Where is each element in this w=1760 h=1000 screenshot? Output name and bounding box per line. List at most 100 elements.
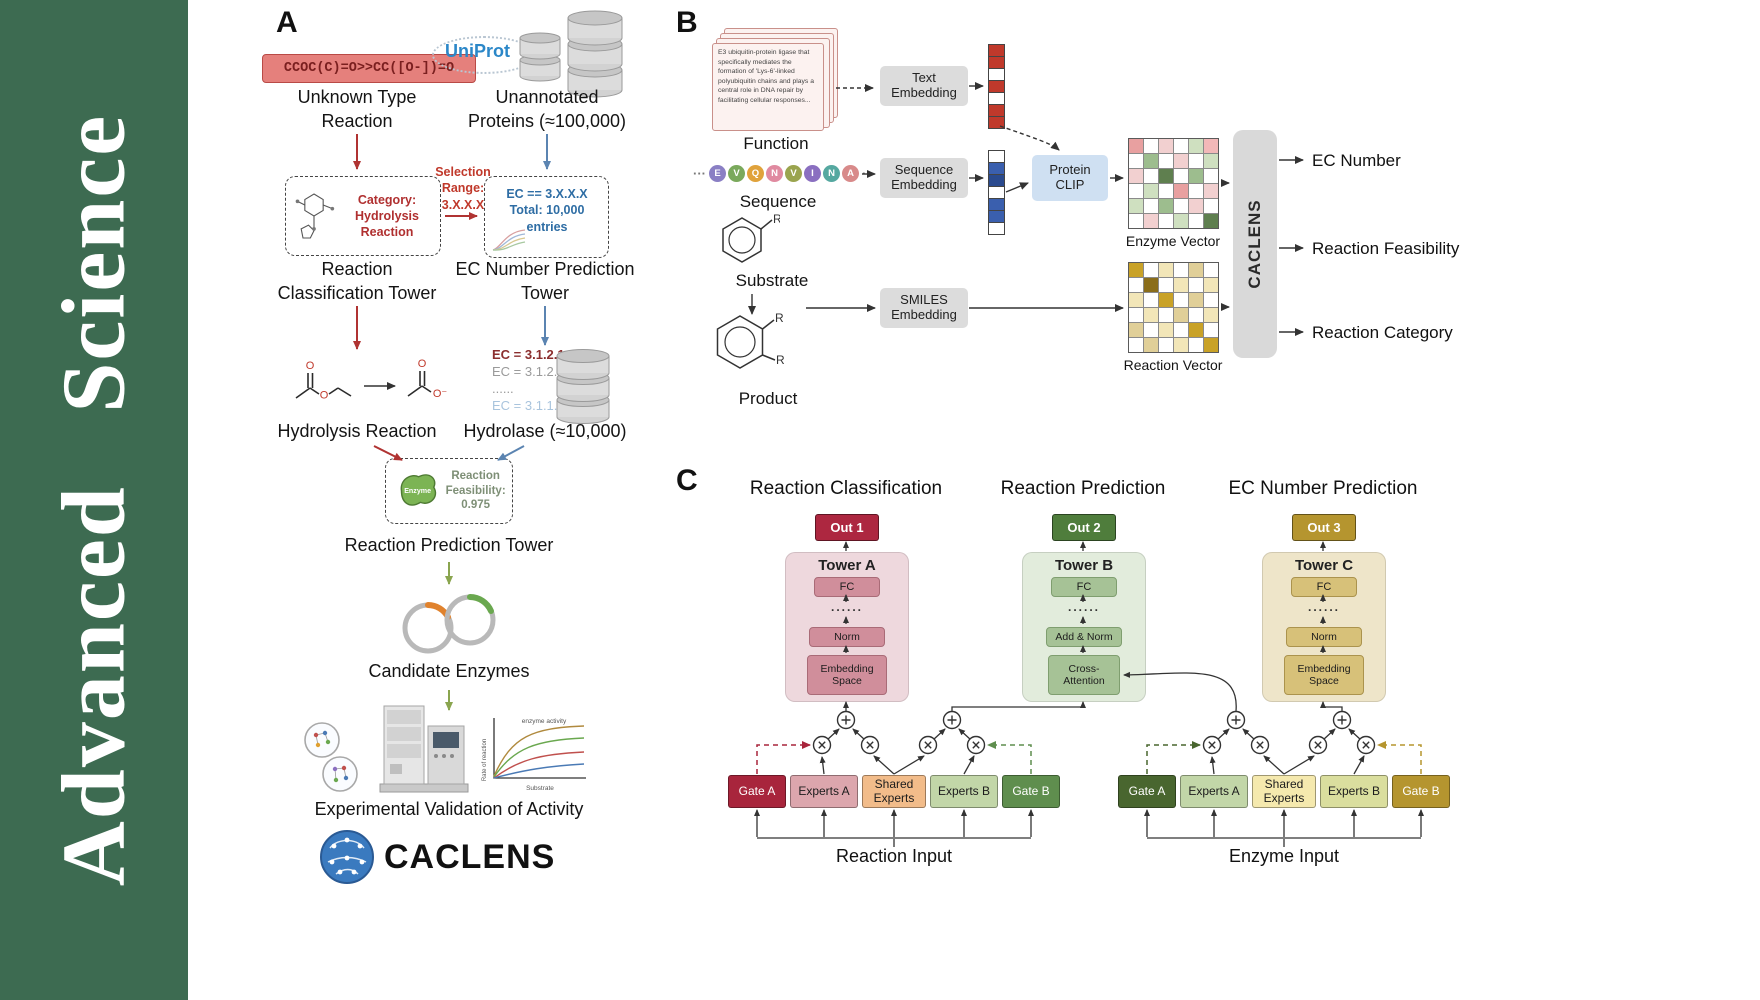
- enzyme-gate-b: Gate B: [1392, 775, 1450, 808]
- graph-ylabel: Rate of reaction: [482, 739, 488, 781]
- matrix-cell: [1129, 308, 1143, 322]
- matrix-cell: [1204, 308, 1218, 322]
- tower-c-dots: ......: [1307, 600, 1340, 614]
- out-2-box: Out 2: [1052, 514, 1116, 541]
- tower-a-title: Tower A: [818, 557, 876, 574]
- matrix-cell: [1174, 169, 1188, 183]
- function-label: Function: [743, 134, 809, 153]
- journal-name: Advanced Science: [44, 113, 144, 887]
- tower-b-title: Tower B: [1054, 557, 1114, 574]
- reaction-feasibility-box: Enzyme Reaction Feasibility: 0.975: [385, 458, 513, 524]
- matrix-cell: [1144, 278, 1158, 292]
- curves-icon: [492, 229, 526, 251]
- matrix-cell: [1129, 139, 1143, 153]
- matrix-cell: [1159, 338, 1173, 352]
- matrix-cell: [1174, 338, 1188, 352]
- matrix-cell: [1174, 278, 1188, 292]
- matrix-cell: [1174, 154, 1188, 168]
- residue: N: [823, 165, 840, 182]
- ester-oxygen: O: [320, 390, 329, 402]
- ec-prediction-box: EC == 3.X.X.X Total: 10,000 entries: [484, 176, 609, 258]
- reaction-gate-a: Gate A: [728, 775, 786, 808]
- graph-title: enzyme activity: [522, 718, 567, 725]
- activity-graph: enzyme activity Rate of reaction Substra…: [482, 718, 586, 792]
- matrix-cell: [1159, 323, 1173, 337]
- matrix-cell: [1159, 139, 1173, 153]
- matrix-cell: [1144, 323, 1158, 337]
- classification-tower-label: Reaction Classification Tower: [277, 259, 437, 303]
- ellipsis: ···: [862, 166, 875, 181]
- matrix-cell: [1174, 308, 1188, 322]
- matrix-cell: [1159, 263, 1173, 277]
- matrix-cell: [1129, 184, 1143, 198]
- matrix-cell: [1159, 184, 1173, 198]
- matrix-cell: [1159, 214, 1173, 228]
- r-group-label: R: [775, 311, 784, 325]
- reaction-experts-b: Experts B: [930, 775, 998, 808]
- matrix-cell: [1144, 263, 1158, 277]
- database-stack-icon: [519, 10, 623, 98]
- vector-cell: [989, 45, 1004, 56]
- reaction-classification-box: Category: Hydrolysis Reaction: [285, 176, 441, 256]
- matrix-cell: [1159, 199, 1173, 213]
- enzyme-vector-label: Enzyme Vector: [1125, 233, 1221, 249]
- matrix-cell: [1129, 154, 1143, 168]
- residue: V: [728, 165, 745, 182]
- sequence-embedding-box: Sequence Embedding: [880, 158, 968, 198]
- tower-a-fc: FC: [814, 577, 880, 597]
- vector-cell: [989, 81, 1004, 92]
- selection-range-label: Selection Range: 3.X.X.X: [435, 165, 491, 212]
- text-embedding-vector: [988, 44, 1005, 129]
- tower-a-norm: Norm: [809, 627, 885, 647]
- tower-b-add-norm: Add & Norm: [1046, 627, 1122, 647]
- ethyl-acetate-structure: O O: [295, 360, 352, 402]
- matrix-cell: [1174, 323, 1188, 337]
- column-title-reaction-prediction: Reaction Prediction: [1000, 478, 1166, 499]
- vector-cell: [989, 211, 1004, 222]
- residue: I: [804, 165, 821, 182]
- matrix-cell: [1129, 293, 1143, 307]
- matrix-cell: [1129, 169, 1143, 183]
- matrix-cell: [1189, 308, 1203, 322]
- caclens-module-label: CACLENS: [1245, 199, 1264, 289]
- panel-b-label: B: [676, 6, 698, 39]
- residue: Q: [747, 165, 764, 182]
- enzyme-blob-label: Enzyme: [404, 487, 431, 495]
- molecule-doodle-icon: [295, 193, 335, 239]
- substrate-label: Substrate: [735, 271, 809, 290]
- vector-cell: [989, 69, 1004, 80]
- enzyme-blob-icon: Enzyme: [400, 474, 437, 506]
- tower-c-title: Tower C: [1294, 557, 1354, 574]
- sequence-embedding-vector: [988, 150, 1005, 235]
- mixture-symbols: [812, 710, 1376, 755]
- carbonyl-oxygen: O: [306, 360, 315, 372]
- panel-a-label: A: [276, 6, 298, 39]
- vector-cell: [989, 117, 1004, 128]
- tower-c-embedding-space: Embedding Space: [1284, 655, 1364, 695]
- reaction-smiles-box: CCOC(C)=O>>CC([O-])=O: [262, 54, 476, 83]
- hydrolase-database-icon: [556, 349, 610, 424]
- product-label: Product: [738, 389, 798, 408]
- smiles-embedding-box: SMILES Embedding: [880, 288, 968, 328]
- substrate-structure: R: [722, 212, 780, 263]
- matrix-cell: [1189, 278, 1203, 292]
- matrix-cell: [1144, 184, 1158, 198]
- tower-a: Tower A FC ...... Norm Embedding Space: [785, 552, 909, 702]
- matrix-cell: [1204, 293, 1218, 307]
- enzyme-experts-a: Experts A: [1180, 775, 1248, 808]
- residue: E: [709, 165, 726, 182]
- matrix-cell: [1204, 139, 1218, 153]
- ec-number: EC = 3.1.2.6: [492, 364, 565, 379]
- matrix-cell: [1144, 169, 1158, 183]
- matrix-cell: [1189, 338, 1203, 352]
- matrix-cell: [1144, 154, 1158, 168]
- matrix-cell: [1189, 169, 1203, 183]
- category-text: Category: Hydrolysis Reaction: [355, 192, 419, 240]
- panel-c-label: C: [676, 464, 698, 497]
- gate-feedback-arrows: [756, 741, 1422, 774]
- matrix-cell: [1174, 263, 1188, 277]
- reaction-shared-experts: Shared Experts: [862, 775, 926, 808]
- tower-b-dots: ......: [1067, 600, 1100, 614]
- vector-cell: [989, 57, 1004, 68]
